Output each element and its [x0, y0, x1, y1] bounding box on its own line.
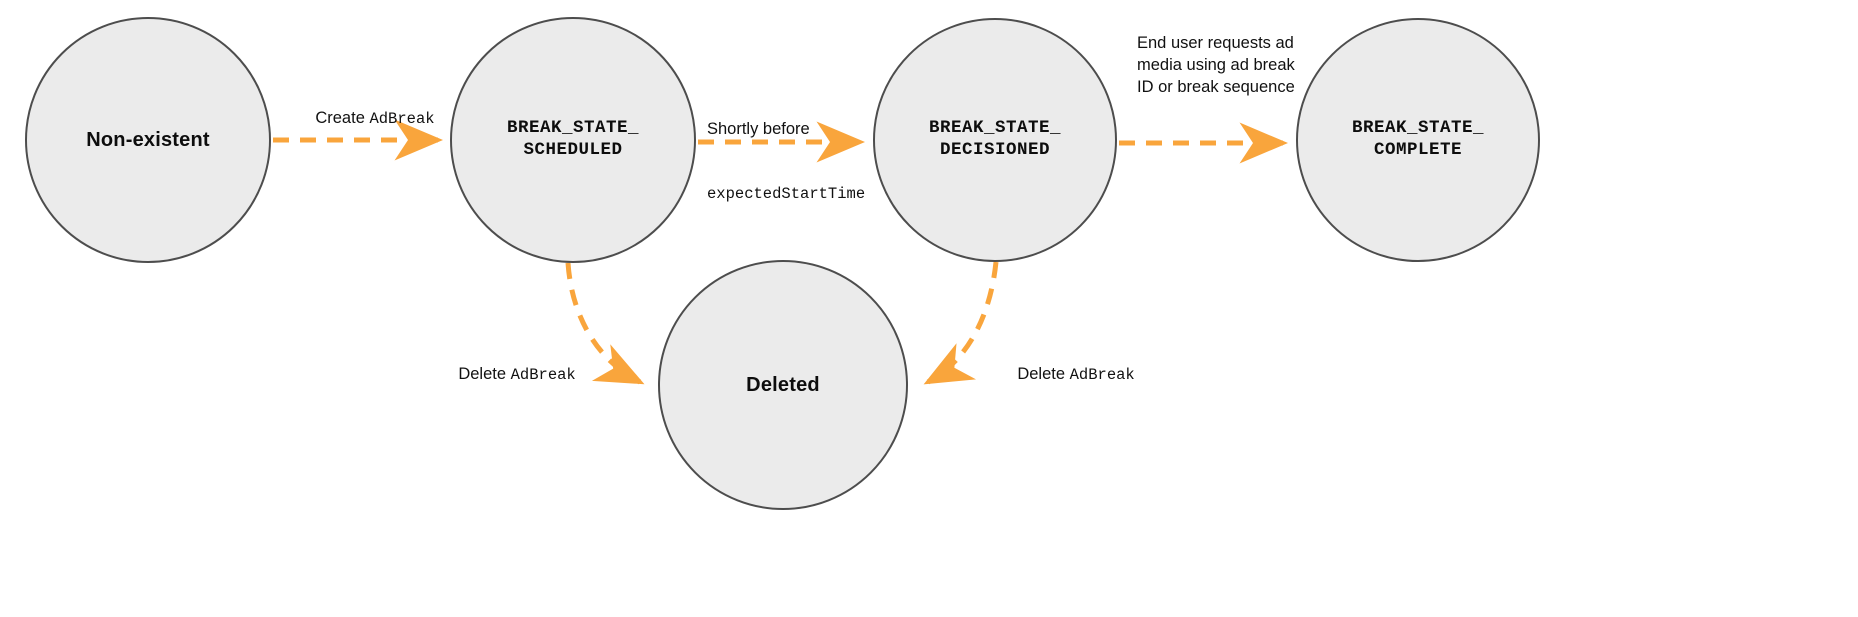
edge-label-code: AdBreak	[1069, 365, 1135, 384]
edge-label-code: AdBreak	[510, 365, 576, 384]
state-node-label-line2: COMPLETE	[1373, 140, 1462, 160]
edge-label-to-complete: End user requests ad media using ad brea…	[1137, 33, 1297, 98]
state-node-label: BREAK_STATE_ COMPLETE	[1352, 118, 1484, 162]
state-node-break-state-complete[interactable]: BREAK_STATE_ COMPLETE	[1296, 18, 1540, 262]
edge-label-text: Shortly before	[707, 119, 810, 138]
state-node-label-line1: BREAK_STATE_	[928, 118, 1062, 139]
state-node-label-line2: SCHEDULED	[523, 140, 623, 160]
state-node-break-state-scheduled[interactable]: BREAK_STATE_ SCHEDULED	[450, 17, 696, 263]
edge-label-create: Create AdBreak	[297, 86, 435, 151]
state-node-label-line2: DECISIONED	[939, 140, 1051, 160]
edge-label-to-decisioned: Shortly before expectedStartTime	[707, 75, 865, 248]
edge-label-code: expectedStartTime	[707, 184, 866, 203]
state-node-break-state-decisioned[interactable]: BREAK_STATE_ DECISIONED	[873, 18, 1117, 262]
state-node-non-existent[interactable]: Non-existent	[25, 17, 271, 263]
edge-label-delete-right: Delete AdBreak	[999, 342, 1135, 407]
state-node-label: Deleted	[746, 373, 820, 396]
edge-delete-left	[565, 262, 645, 385]
edge-label-text: End user requests ad media using ad brea…	[1137, 34, 1295, 96]
state-node-label: BREAK_STATE_ SCHEDULED	[507, 118, 639, 162]
edge-label-code: AdBreak	[369, 109, 435, 128]
state-node-label-line1: BREAK_STATE_	[1351, 118, 1485, 139]
edge-label-text: Delete	[458, 364, 511, 383]
state-node-deleted[interactable]: Deleted	[658, 260, 908, 510]
edge-label-delete-left: Delete AdBreak	[440, 342, 576, 407]
state-node-label: BREAK_STATE_ DECISIONED	[929, 118, 1061, 162]
edge-label-text: Create	[315, 108, 370, 127]
edge-label-text: Delete	[1017, 364, 1070, 383]
state-node-label: Non-existent	[86, 128, 210, 151]
state-node-label-line1: BREAK_STATE_	[506, 118, 640, 139]
edge-delete-right	[923, 261, 999, 385]
